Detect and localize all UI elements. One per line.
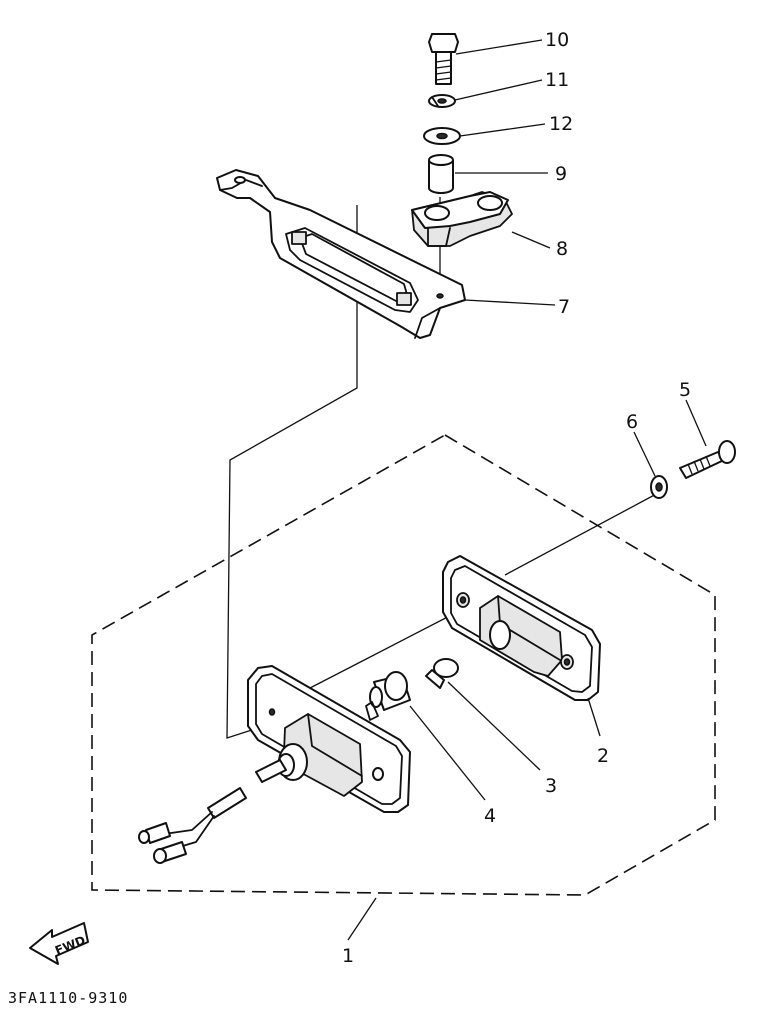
callout-2: 2	[597, 745, 609, 767]
socket-part-4	[365, 671, 411, 721]
assembly-boundary	[91, 434, 716, 896]
callout-5: 5	[679, 379, 691, 401]
callout-1: 1	[342, 945, 354, 967]
callout-11: 11	[545, 69, 569, 91]
screw-part-5	[679, 440, 736, 479]
callout-4: 4	[484, 805, 496, 827]
callout-12: 12	[549, 113, 573, 135]
fwd-arrow-icon: FWD	[29, 922, 89, 965]
bulb-part-3	[425, 658, 459, 689]
washer-part-6	[650, 475, 668, 499]
callout-8: 8	[556, 238, 568, 260]
callout-3: 3	[545, 775, 557, 797]
lamp-base-part-1	[138, 665, 411, 864]
callout-9: 9	[555, 163, 567, 185]
lens-part-2	[442, 555, 601, 701]
bolt-part-10	[428, 33, 459, 85]
lock-washer-part-11	[428, 94, 456, 108]
flat-washer-part-12	[423, 127, 461, 145]
collar-part-9	[428, 154, 454, 194]
leader-lines	[347, 39, 707, 941]
bracket-part-7	[216, 169, 466, 339]
callout-7: 7	[558, 296, 570, 318]
stay-part-8	[411, 191, 513, 247]
callout-6: 6	[626, 411, 638, 433]
callout-10: 10	[545, 29, 569, 51]
drawing-code: 3FA1110-9310	[8, 989, 128, 1007]
